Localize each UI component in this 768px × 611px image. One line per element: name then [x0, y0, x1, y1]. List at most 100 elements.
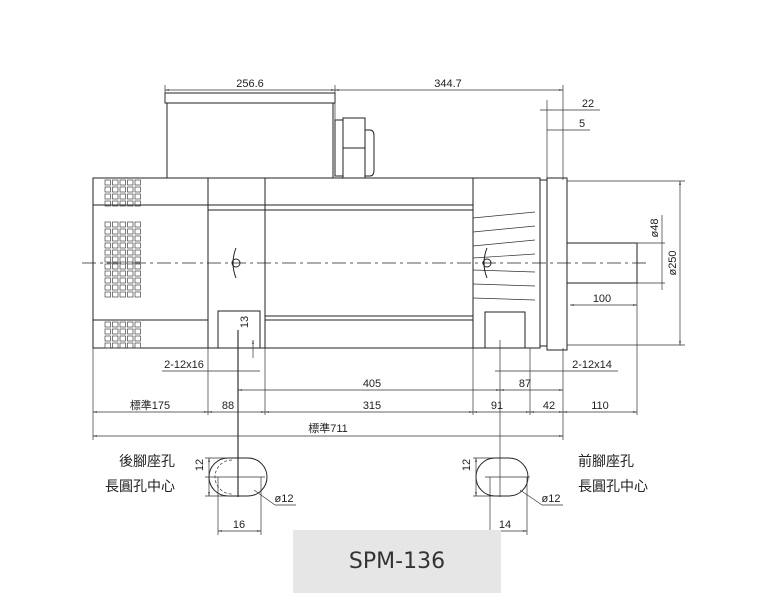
vent-slot	[134, 200, 141, 207]
vent-slot	[119, 291, 126, 298]
dim-foot-span: 405	[363, 378, 381, 390]
vent-slot	[112, 335, 119, 342]
rear-hole-width: 16	[233, 519, 245, 531]
model-label: SPM-136	[293, 530, 501, 593]
vent-slot	[112, 179, 119, 186]
vent-slot	[112, 321, 119, 328]
vent-slot	[127, 193, 134, 200]
vent-slot	[127, 328, 134, 335]
front-hole-label-2: 長圓孔中心	[578, 479, 648, 495]
vent-slot	[119, 256, 126, 263]
vent-slot	[104, 263, 111, 270]
vent-slot	[134, 242, 141, 249]
vent-slot	[104, 321, 111, 328]
vent-slot	[119, 321, 126, 328]
vent-slot	[127, 291, 134, 298]
vent-slot	[134, 277, 141, 284]
vent-slot	[134, 179, 141, 186]
rear-hole-dia: ø12	[275, 493, 294, 505]
vent-slot	[104, 335, 111, 342]
vent-slot	[127, 342, 134, 349]
vent-slot	[112, 186, 119, 193]
vent-slot	[104, 228, 111, 235]
vent-slot	[127, 235, 134, 242]
dim-5: 5	[579, 118, 585, 130]
vent-slot	[119, 270, 126, 277]
front-hole-dia: ø12	[542, 493, 561, 505]
vent-slot	[119, 228, 126, 235]
vent-slot	[112, 221, 119, 228]
vent-slot	[112, 256, 119, 263]
rear-hole-label-1: 後腳座孔	[119, 454, 175, 470]
vent-slot	[134, 193, 141, 200]
vent-slot	[127, 249, 134, 256]
vent-slot	[127, 263, 134, 270]
vent-slot	[104, 186, 111, 193]
vent-slot	[134, 284, 141, 291]
dim-foot-height: 13	[239, 316, 251, 328]
vent-slot	[127, 228, 134, 235]
vent-slot	[134, 263, 141, 270]
motor-body	[92, 177, 638, 351]
dimension-lines	[92, 85, 685, 497]
vent-slot	[127, 221, 134, 228]
dim-rear-std: 標準175	[130, 398, 170, 412]
vent-slot	[127, 270, 134, 277]
vent-slot	[119, 277, 126, 284]
vent-slot	[119, 179, 126, 186]
vent-slot	[134, 335, 141, 342]
vent-slot	[119, 200, 126, 207]
vent-slot	[119, 242, 126, 249]
dim-flange-part: 42	[543, 400, 555, 412]
dim-rear-foot: 88	[222, 400, 234, 412]
vent-slot	[134, 328, 141, 335]
dim-22: 22	[582, 98, 594, 110]
vent-slot	[134, 186, 141, 193]
vent-slot	[104, 249, 111, 256]
dim-shaft-ext: 110	[591, 400, 609, 412]
front-hole-label-1: 前腳座孔	[578, 453, 634, 470]
vent-slot	[134, 249, 141, 256]
vent-slot	[112, 284, 119, 291]
vent-slot	[119, 235, 126, 242]
vent-slot	[112, 249, 119, 256]
vent-slot	[112, 235, 119, 242]
vent-slot	[134, 256, 141, 263]
vent-slot	[134, 221, 141, 228]
vent-slot	[104, 284, 111, 291]
rear-hole-height: 12	[194, 459, 206, 471]
vent-slot	[134, 228, 141, 235]
vent-slot	[104, 328, 111, 335]
vent-slot	[112, 263, 119, 270]
vent-slot	[112, 277, 119, 284]
dim-box-to-flange: 344.7	[434, 78, 462, 90]
vent-slot	[134, 291, 141, 298]
vent-slot	[127, 277, 134, 284]
vent-slot	[127, 200, 134, 207]
vent-slot	[112, 291, 119, 298]
vent-slot	[127, 335, 134, 342]
dim-shaft-dia: ø48	[649, 219, 661, 238]
vent-slot	[127, 186, 134, 193]
vent-slot	[104, 179, 111, 186]
vent-slot	[104, 235, 111, 242]
vent-slot	[119, 249, 126, 256]
front-hole-detail	[473, 457, 563, 535]
vent-slot	[104, 342, 111, 349]
vent-slot	[127, 242, 134, 249]
dim-flange-dia: ø250	[667, 250, 679, 275]
dim-mid: 315	[363, 400, 381, 412]
vent-slot	[104, 256, 111, 263]
vent-slot	[112, 328, 119, 335]
vent-slot	[104, 200, 111, 207]
front-hole-width: 14	[499, 519, 511, 531]
vent-slot	[104, 277, 111, 284]
dim-front-foot-offset: 87	[519, 378, 531, 390]
dim-rear-holes: 2-12x16	[164, 359, 204, 371]
dim-box-length: 256.6	[236, 78, 264, 90]
vent-slot	[112, 270, 119, 277]
vent-slot	[104, 242, 111, 249]
vent-slot	[127, 321, 134, 328]
vent-slot	[119, 193, 126, 200]
